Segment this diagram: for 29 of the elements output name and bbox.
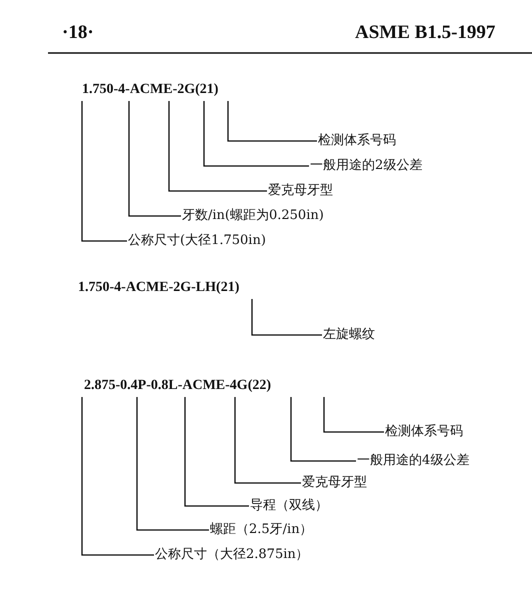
leader-line — [203, 101, 309, 167]
leader-line — [323, 397, 384, 433]
page-number: ·18· — [62, 22, 94, 44]
callout-text: 检测体系号码 — [318, 133, 396, 149]
leader-line — [128, 101, 181, 217]
callout-text: 牙数/in(螺距为0.250in) — [182, 208, 324, 224]
thread-designation: 1.750-4-ACME-2G-LH(21) — [78, 280, 240, 296]
leader-line — [234, 397, 301, 484]
callout-text: 爱克母牙型 — [302, 475, 367, 491]
thread-designation: 2.875-0.4P-0.8L-ACME-4G(22) — [84, 378, 272, 394]
leader-line — [136, 397, 209, 531]
callout-text: 一般用途的4级公差 — [357, 453, 470, 469]
leader-line — [251, 299, 322, 336]
leader-line — [168, 101, 267, 192]
callout-text: 检测体系号码 — [385, 424, 463, 440]
callout-text: 公称尺寸(大径1.750in) — [128, 233, 266, 249]
callout-text: 螺距（2.5牙/in） — [210, 522, 313, 538]
leader-line — [184, 397, 249, 507]
leader-line — [81, 101, 127, 242]
callout-text: 一般用途的2级公差 — [310, 158, 422, 174]
callout-text: 公称尺寸（大径2.875in） — [155, 547, 309, 563]
leader-line — [227, 101, 317, 142]
standard-number: ASME B1.5-1997 — [355, 22, 496, 44]
callout-text: 爱克母牙型 — [268, 183, 333, 199]
leader-line — [290, 397, 356, 462]
thread-designation: 1.750-4-ACME-2G(21) — [82, 82, 218, 98]
callout-text: 导程（双线） — [250, 498, 328, 514]
leader-line — [81, 397, 154, 556]
callout-text: 左旋螺纹 — [323, 327, 375, 343]
